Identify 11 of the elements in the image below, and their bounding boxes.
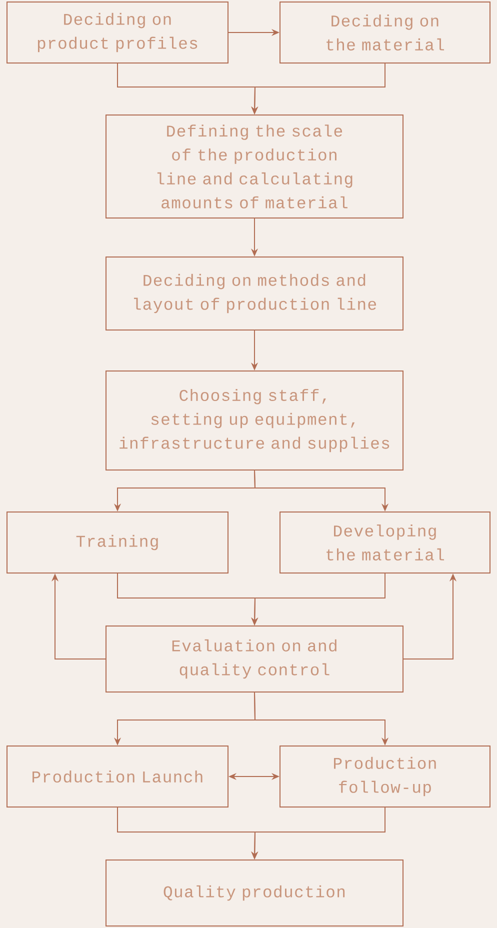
process-box: Defining the scale of the production line and calculating amounts of material: [106, 114, 404, 218]
process-box: Production Launch: [6, 746, 228, 808]
process-box: Quality production: [106, 860, 404, 926]
process-box: Production follow-up: [280, 746, 490, 808]
process-box: Deciding on product profiles: [6, 2, 228, 64]
process-box: Deciding on methods and layout of production line: [106, 256, 404, 330]
process-box: Training: [6, 512, 228, 574]
process-box: Deciding on the material: [280, 2, 490, 64]
process-box: Developing the material: [280, 512, 490, 574]
process-box: Choosing staff, setting up equipment, infrastructure and supplies: [106, 370, 404, 470]
process-box: Evaluation on and quality control: [106, 626, 404, 692]
